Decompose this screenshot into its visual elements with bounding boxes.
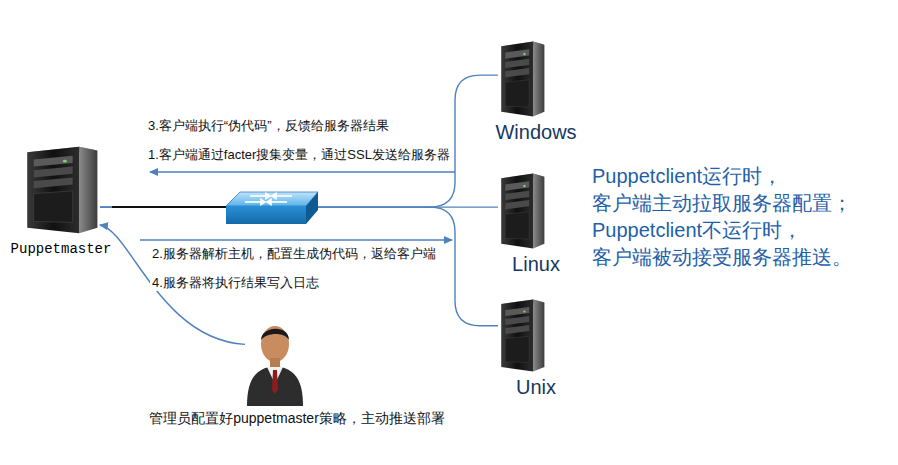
- node-label: Puppetmaster: [11, 241, 112, 257]
- server-node: Unix: [498, 298, 546, 373]
- flow-arrow: [140, 239, 452, 240]
- trunk-wire: [112, 206, 230, 208]
- server-icon: [498, 40, 546, 118]
- administrator-node: 管理员配置好puppetmaster策略，主动推送部署: [245, 318, 305, 406]
- server-node: Linux: [498, 172, 546, 250]
- note-text: Puppetclient运行时， 客户端主动拉取服务器配置； Puppetcli…: [590, 163, 894, 271]
- connector: [100, 75, 498, 207]
- server-node: Puppetmaster: [22, 145, 100, 235]
- switch-icon: [226, 192, 318, 224]
- step-label: 3.客户端执行“伪代码”，反馈给服务器结果: [146, 118, 391, 134]
- step-label: 1.客户端通过facter搜集变量，通过SSL发送给服务器: [146, 147, 452, 163]
- node-label: Linux: [512, 253, 560, 276]
- step-label: 4.服务器将执行结果写入日志: [150, 275, 321, 291]
- node-label: Unix: [516, 376, 556, 399]
- server-icon: [498, 298, 546, 373]
- flow-arrow: [150, 171, 455, 172]
- node-label: 管理员配置好puppetmaster策略，主动推送部署: [149, 410, 445, 428]
- server-node: Windows: [498, 40, 546, 118]
- server-icon: [498, 172, 546, 250]
- node-label: Windows: [495, 121, 576, 144]
- person-icon: [245, 318, 305, 406]
- connector: [100, 207, 498, 326]
- step-label: 2.服务器解析主机，配置生成伪代码，返给客户端: [150, 246, 438, 262]
- server-icon: [22, 145, 100, 235]
